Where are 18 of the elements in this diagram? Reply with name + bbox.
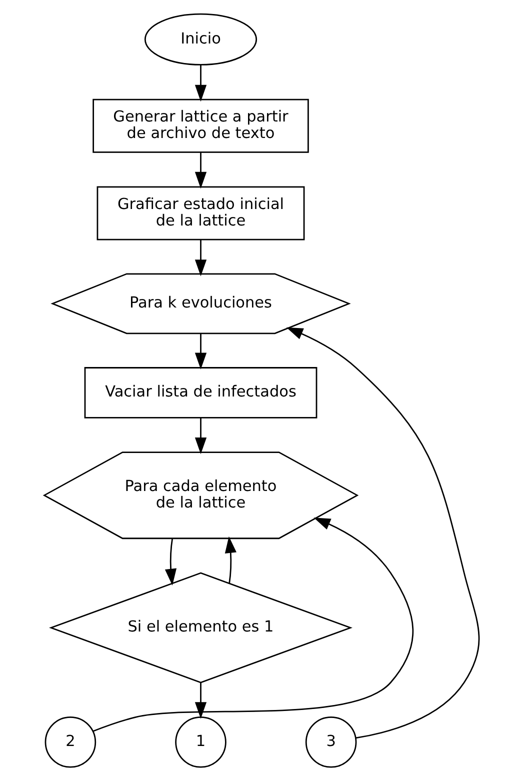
node-box: Graficar estado inicial de la lattice <box>96 186 304 240</box>
arrow <box>194 418 206 454</box>
arrow <box>194 152 206 189</box>
arrow <box>194 240 206 276</box>
arrow <box>164 538 176 586</box>
node-box: Vaciar lista de infectados <box>84 367 317 418</box>
arrow <box>194 65 206 102</box>
node-diamond: Si el elemento es 1 <box>48 572 352 684</box>
node-circle: 2 <box>44 716 96 768</box>
node-circle: 1 <box>174 716 226 768</box>
arrow <box>286 327 480 739</box>
arrow <box>194 682 206 719</box>
arrow <box>92 518 413 732</box>
node-circle: 3 <box>304 716 356 768</box>
arrow <box>224 536 236 584</box>
arrow <box>194 333 206 370</box>
node-box: Generar lattice a partir de archivo de texto <box>92 98 308 153</box>
node-ellipse: Inicio <box>144 13 257 66</box>
